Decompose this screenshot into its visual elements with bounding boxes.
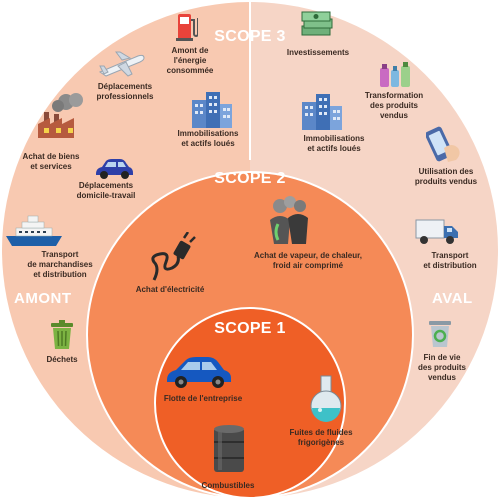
scope1-title: SCOPE 1 [214,320,286,337]
scope1-circle [154,307,346,499]
electric-plug-icon [151,232,196,281]
buildings-icon-downstream [302,94,342,130]
product-processing-icon [380,62,410,87]
label-steam-heat: Achat de vapeur, de chaleur, froid air c… [253,251,363,270]
label-electricity: Achat d'électricité [135,285,205,294]
buildings-icon-upstream [192,92,232,128]
label-downstream-transport: Transport et distribution [423,251,477,270]
label-fuels: Combustibles [201,481,255,490]
money-icon [301,11,333,36]
label-purchases: Achat de biens et services [22,152,80,171]
factory-icon [38,93,83,138]
label-refrigerant-leaks: Fuites de fluides frigorigènes [289,428,353,447]
smartphone-icon [426,126,460,162]
fuel-barrel-icon [214,425,244,472]
recycle-bin-icon [429,321,451,347]
airplane-icon [98,51,145,77]
flask-icon [310,375,342,422]
company-car-icon [167,357,231,388]
label-investments: Investissements [286,48,350,57]
label-product-use: Utilisation des produits vendus [414,167,478,186]
trash-bin-icon [51,320,73,349]
scope2-title: SCOPE 2 [214,170,286,187]
label-business-travel: Déplacements professionnels [96,82,154,101]
truck-icon [415,219,458,244]
label-product-processing: Transformation des produits vendus [364,91,424,120]
upstream-label: AMONT [14,290,72,307]
car-icon-commute [96,159,133,179]
scope3-title: SCOPE 3 [214,28,286,45]
label-upstream-energy: Amont de l'énergie consommée [166,46,214,75]
downstream-label: AVAL [432,290,473,307]
label-leased-assets-downstream: Immobilisations et actifs loués [303,134,365,153]
steam-cylinders-icon [270,196,308,244]
fuel-pump-icon [176,14,198,41]
ship-icon [6,215,62,246]
label-fixed-assets-upstream: Immobilisations et actifs loués [177,129,239,148]
label-waste: Déchets [46,355,78,364]
label-company-fleet: Flotte de l'entreprise [163,394,243,403]
label-freight: Transport de marchandises et distributio… [27,250,93,279]
label-end-of-life: Fin de vie des produits vendus [417,353,466,382]
label-commute: Déplacements domicile-travail [76,181,136,200]
